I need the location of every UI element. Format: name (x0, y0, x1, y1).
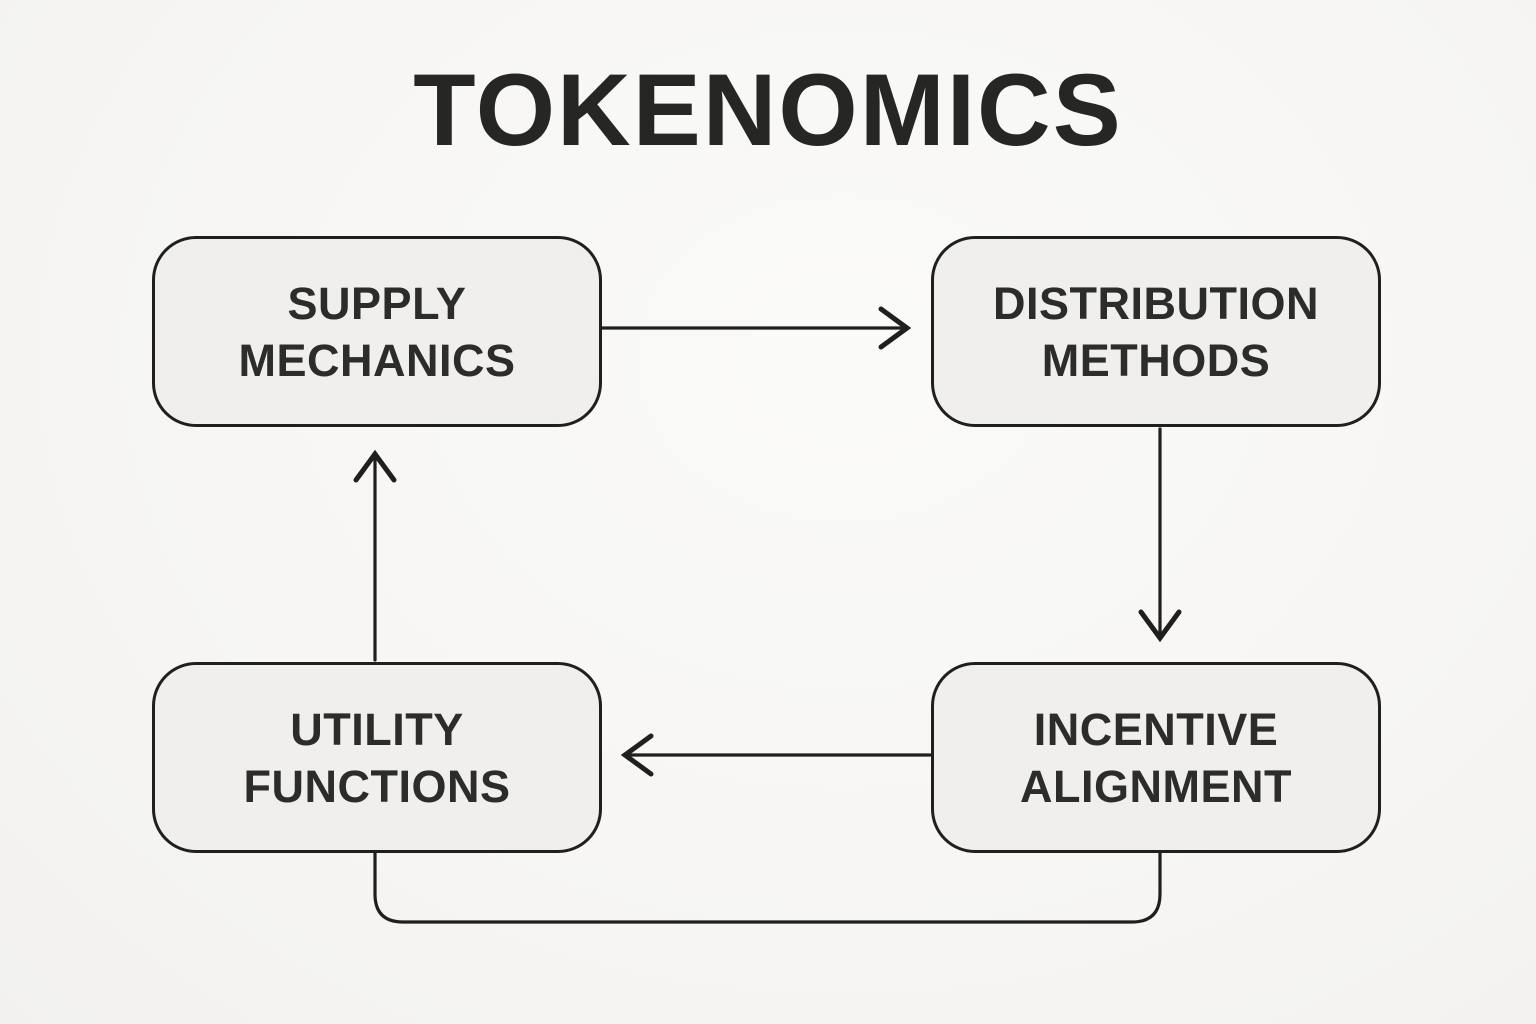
node-distribution-methods: DISTRIBUTION METHODS (931, 236, 1381, 427)
node-label-line: ALIGNMENT (1020, 760, 1292, 812)
node-incentive-alignment: INCENTIVE ALIGNMENT (931, 662, 1381, 853)
diagram-title: TOKENOMICS (413, 53, 1123, 167)
connector-bottom-loop (373, 852, 1162, 924)
arrow-incentive-to-utility (620, 733, 932, 777)
arrow-utility-to-supply (353, 449, 397, 662)
node-supply-mechanics: SUPPLY MECHANICS (152, 236, 602, 427)
node-label-line: INCENTIVE (1033, 703, 1279, 755)
arrow-supply-to-distribution (599, 306, 912, 350)
node-label-line: UTILITY (290, 703, 464, 755)
node-label-line: METHODS (1041, 334, 1271, 386)
node-label-line: FUNCTIONS (243, 760, 511, 812)
node-label-line: DISTRIBUTION (993, 277, 1319, 329)
arrow-distribution-to-incentive (1138, 427, 1182, 643)
node-utility-functions: UTILITY FUNCTIONS (152, 662, 602, 853)
node-label-line: MECHANICS (238, 334, 516, 386)
node-label-line: SUPPLY (287, 277, 467, 329)
